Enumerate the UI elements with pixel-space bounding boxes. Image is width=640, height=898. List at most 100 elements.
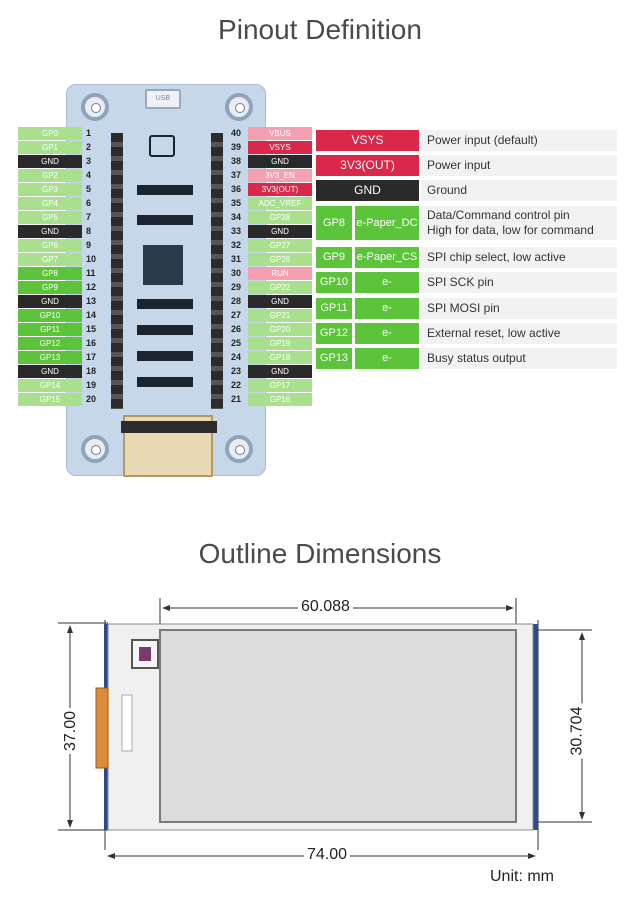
- chip: [137, 377, 193, 387]
- legend-function: e-Paper_DIN: [355, 298, 419, 335]
- pin-label: GP7: [18, 253, 82, 266]
- chip: [143, 245, 183, 285]
- pin-number: 35: [231, 198, 242, 208]
- pin-label: GP0: [18, 127, 82, 140]
- usb-port: USB: [145, 89, 181, 109]
- left-pin-header: [111, 133, 123, 409]
- pin-number: 29: [231, 282, 242, 292]
- legend-description: Ground: [421, 180, 617, 201]
- pin-label: GP22: [248, 281, 312, 294]
- legend-pin: GND: [316, 180, 419, 201]
- chip: [137, 215, 193, 225]
- pin-number: 32: [231, 240, 242, 250]
- pin-label: GP2: [18, 169, 82, 182]
- pin-label: GP28: [248, 211, 312, 224]
- right-pin-header: [211, 133, 223, 409]
- pin-number: 2: [86, 142, 92, 152]
- pin-label: 3V3_EN: [248, 169, 312, 182]
- unit-label: Unit: mm: [490, 868, 554, 885]
- chip: [137, 299, 193, 309]
- pin-label: GP16: [248, 393, 312, 406]
- legend-function: e-Paper_BUSY: [355, 348, 420, 385]
- pin-number: 39: [231, 142, 242, 152]
- pin-label: GND: [248, 225, 312, 238]
- pin-label: GP11: [18, 323, 82, 336]
- pin-number: 30: [231, 268, 242, 278]
- pin-label: GND: [248, 295, 312, 308]
- chip: [137, 325, 193, 335]
- pin-number: 33: [231, 226, 242, 236]
- fpc-tail: [95, 687, 109, 769]
- pin-number: 6: [86, 198, 92, 208]
- pinout-title: Pinout Definition: [218, 14, 422, 45]
- pin-label: GP20: [248, 323, 312, 336]
- pin-label: GP14: [18, 379, 82, 392]
- dim-total-width: 74.00: [304, 846, 351, 864]
- legend-pin: VSYS: [316, 130, 419, 151]
- mounting-hole: [81, 435, 109, 463]
- legend-pin: GP13: [316, 348, 352, 369]
- pin-label: GP6: [18, 239, 82, 252]
- pin-number: 37: [231, 170, 242, 180]
- pin-number: 25: [231, 338, 242, 348]
- pin-label: VBUS: [248, 127, 312, 140]
- pin-number: 1: [86, 128, 92, 138]
- pin-label: 3V3(OUT): [248, 183, 312, 196]
- pin-number: 27: [231, 310, 242, 320]
- pin-label: GP4: [18, 197, 82, 210]
- pin-label: GND: [18, 365, 82, 378]
- pin-label: GP12: [18, 337, 82, 350]
- pin-number: 16: [86, 338, 97, 348]
- mounting-hole: [225, 93, 253, 121]
- pin-label: GND: [18, 225, 82, 238]
- pin-label: GND: [248, 365, 312, 378]
- pin-number: 40: [231, 128, 242, 138]
- legend-description: Power input (default): [421, 130, 617, 151]
- chip: [137, 351, 193, 361]
- mounting-hole: [225, 435, 253, 463]
- pin-number: 5: [86, 184, 92, 194]
- legend-function: e-Paper_DC: [355, 206, 419, 240]
- pin-number: 24: [231, 352, 242, 362]
- pin-number: 11: [86, 268, 96, 278]
- pin-label: GP17: [248, 379, 312, 392]
- legend-function: e-Paper_CS: [355, 247, 419, 268]
- pin-label: GP1: [18, 141, 82, 154]
- pin-label: GP5: [18, 211, 82, 224]
- pin-label: RUN: [248, 267, 312, 280]
- pin-number: 12: [86, 282, 97, 292]
- legend-description: SPI chip select, low active: [421, 247, 617, 268]
- legend-description: Data/Command control pin High for data, …: [421, 206, 617, 240]
- legend-description: SPI MOSI pin: [421, 298, 617, 319]
- dim-total-height: 37.00: [62, 707, 81, 755]
- pin-number: 38: [231, 156, 242, 166]
- pin-number: 13: [86, 296, 97, 306]
- pin-number: 26: [231, 324, 242, 334]
- pin-number: 7: [86, 212, 92, 222]
- pin-label: GP15: [18, 393, 82, 406]
- pin-label: GP10: [18, 309, 82, 322]
- pin-label: GP19: [248, 337, 312, 350]
- label-strip: [121, 694, 133, 752]
- pin-number: 20: [86, 394, 97, 404]
- pin-label: GND: [248, 155, 312, 168]
- ic-chip: [139, 647, 151, 661]
- pin-number: 31: [231, 254, 242, 264]
- outline-title: Outline Dimensions: [198, 538, 442, 569]
- pin-number: 18: [86, 366, 97, 376]
- fpc-connector: [121, 415, 217, 477]
- pin-number: 3: [86, 156, 92, 166]
- pin-label: GND: [18, 155, 82, 168]
- mounting-hole: [81, 93, 109, 121]
- legend-description: Busy status output: [421, 348, 617, 369]
- pin-number: 28: [231, 296, 242, 306]
- legend-description: SPI SCK pin: [421, 272, 617, 293]
- pin-number: 10: [86, 254, 97, 264]
- pin-number: 9: [86, 240, 92, 250]
- pin-label: GP9: [18, 281, 82, 294]
- pin-label: ADC_VREF: [248, 197, 312, 210]
- dim-active-width: 60.088: [298, 598, 353, 616]
- pin-label: GP21: [248, 309, 312, 322]
- legend-pin: GP8: [316, 206, 352, 240]
- pin-number: 14: [86, 310, 97, 320]
